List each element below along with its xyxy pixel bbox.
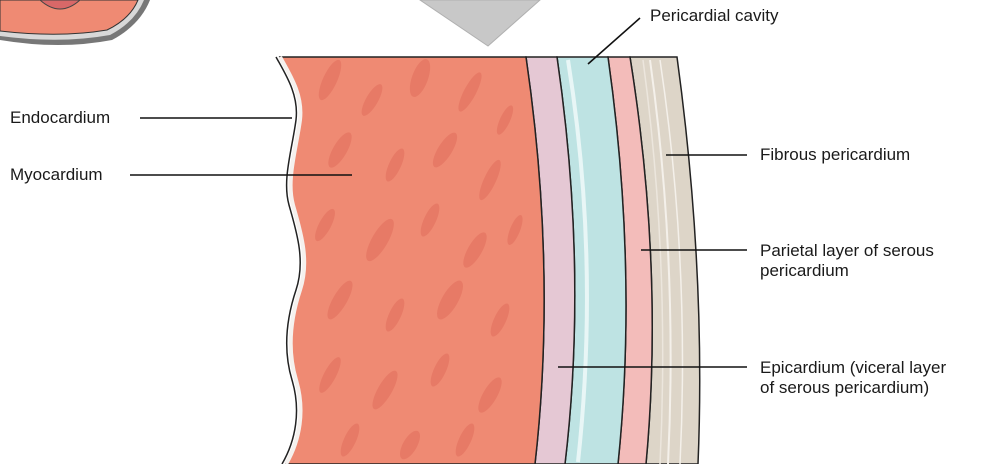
label-fibrous-pericardium: Fibrous pericardium — [760, 145, 910, 165]
label-pericardial-cavity: Pericardial cavity — [650, 6, 779, 26]
magnifier-callout — [420, 0, 540, 46]
label-endocardium: Endocardium — [10, 108, 110, 128]
label-epicardium: Epicardium (viceral layer of serous peri… — [760, 358, 946, 398]
label-parietal-line1: Parietal layer of serous — [760, 241, 934, 261]
label-epicardium-line1: Epicardium (viceral layer — [760, 358, 946, 378]
label-myocardium: Myocardium — [10, 165, 103, 185]
heart-thumbnail — [0, 0, 150, 45]
label-parietal-line2: pericardium — [760, 261, 934, 281]
label-parietal-layer: Parietal layer of serous pericardium — [760, 241, 934, 281]
label-epicardium-line2: of serous pericardium) — [760, 378, 946, 398]
